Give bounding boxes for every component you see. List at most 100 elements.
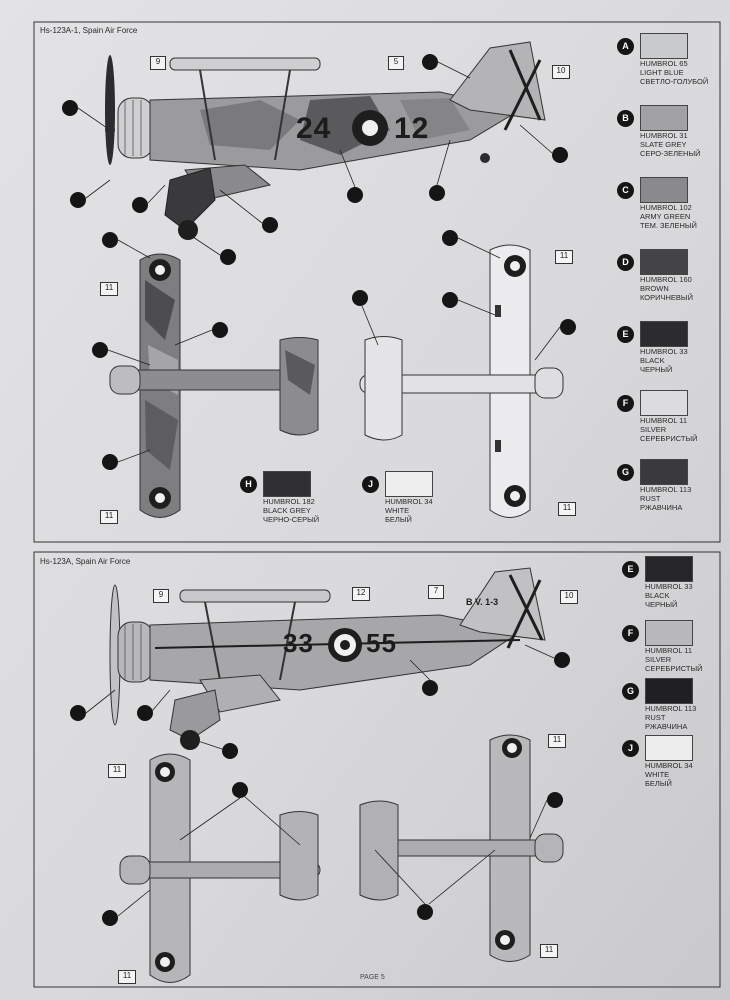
paint-name-ru-c: ТЕМ. ЗЕЛЕНЫЙ [640,221,697,230]
paint-key-j-bottom: J [622,739,639,757]
paint-key-f: F [617,394,634,412]
paint-code-h: HUMBROL 182 [263,497,315,506]
decal-callout-11-c: 11 [555,250,573,264]
paint-name-g-bottom: RUST [645,713,666,722]
paint-name-ru-h: ЧЕРНО-СЕРЫЙ [263,515,320,524]
top-side-view [105,41,546,240]
decal-callout-11-b: 11 [100,510,118,524]
top-panel-border [33,21,721,543]
paint-key-a: A [617,37,634,55]
paint-name-j-bottom: WHITE [645,770,670,779]
bottom-scheme-title: Hs-123A, Spain Air Force [40,557,131,566]
paint-name-ru-e-bottom: ЧЕРНЫЙ [645,600,678,609]
bottom-side-view [109,567,546,750]
paint-name-ru-e: ЧЕРНЫЙ [640,365,673,374]
paint-chip-d [640,249,688,275]
leader-lines [77,61,561,917]
paint-chip-g [640,459,688,485]
decal-callout-11-a: 11 [100,282,118,296]
top-scheme-title: Hs-123A-1, Spain Air Force [40,26,138,35]
paint-chip-b [640,105,688,131]
paint-code-a: HUMBROL 65 [640,59,688,68]
paint-name-ru-d: КОРИЧНЕВЫЙ [640,293,693,302]
tail-code: B V. 1-3 [466,597,499,607]
paint-key-g: G [617,463,634,481]
paint-chip-g-bottom [645,678,693,704]
paint-chip-c [640,177,688,203]
paint-key-j-top: J [362,475,379,493]
decal-callout-9-top: 9 [150,56,166,70]
paint-code-c: HUMBROL 102 [640,203,692,212]
paint-code-f: HUMBROL 11 [640,416,688,425]
top-code-right: 12 [394,112,430,145]
paint-chip-e-bottom [645,556,693,582]
paint-code-e-bottom: HUMBROL 33 [645,582,693,591]
decal-callout-11-h: 11 [540,944,558,958]
decal-callout-11-e: 11 [108,764,126,778]
paint-chip-a [640,33,688,59]
paint-name-ru-b: СЕРО-ЗЕЛЕНЫЙ [640,149,701,158]
decal-callout-7: 7 [428,585,444,599]
top-plan-view-upper [109,253,319,518]
paint-name-j-top: WHITE [385,506,410,515]
top-code-left: 24 [296,112,332,145]
paint-key-g-bottom: G [622,682,639,700]
paint-code-b: HUMBROL 31 [640,131,688,140]
paint-key-f-bottom: F [622,624,639,642]
top-plan-view-lower [359,244,564,518]
paint-name-ru-g: РЖАВЧИНА [640,503,683,512]
paint-name-f-bottom: SILVER [645,655,672,664]
paint-name-f: SILVER [640,425,667,434]
paint-name-h: BLACK GREY [263,506,311,515]
paint-name-a: LIGHT BLUE [640,68,684,77]
paint-key-e-bottom: E [622,560,639,578]
paint-chip-j-bottom [645,735,693,761]
paint-name-ru-j-bottom: БЕЛЫЙ [645,779,672,788]
paint-name-c: ARMY GREEN [640,212,691,221]
paint-chip-h [263,471,311,497]
decal-callout-11-d: 11 [558,502,576,516]
paint-name-ru-f-bottom: СЕРЕБРИСТЫЙ [645,664,703,673]
propeller [105,55,115,165]
paint-key-b: B [617,109,634,127]
decal-callout-11-f: 11 [118,970,136,984]
paint-name-ru-j-top: БЕЛЫЙ [385,515,412,524]
decal-callout-9-bottom: 9 [153,589,169,603]
paint-code-g-bottom: HUMBROL 113 [645,704,697,713]
decal-callout-5: 5 [388,56,404,70]
paint-key-e: E [617,325,634,343]
bottom-plan-view-upper [119,753,321,983]
paint-code-j-bottom: HUMBROL 34 [645,761,693,770]
decal-callout-10-bottom: 10 [560,590,578,604]
paint-chip-j-top [385,471,433,497]
bottom-code-left: 33 [283,628,314,658]
paint-key-d: D [617,253,634,271]
bottom-code-right: 55 [366,628,397,658]
paint-name-g: RUST [640,494,661,503]
paint-name-ru-f: СЕРЕБРИСТЫЙ [640,434,698,443]
paint-chip-f-bottom [645,620,693,646]
paint-name-d: BROWN [640,284,669,293]
paint-name-e: BLACK [640,356,665,365]
bottom-panel-border [33,551,721,988]
paint-chip-e [640,321,688,347]
paint-name-ru-a: СВЕТЛО-ГОЛУБОЙ [640,77,709,86]
callout-letter-markers [62,54,576,926]
paint-code-f-bottom: HUMBROL 11 [645,646,693,655]
decal-callout-11-g: 11 [548,734,566,748]
paint-key-h: H [240,475,257,493]
